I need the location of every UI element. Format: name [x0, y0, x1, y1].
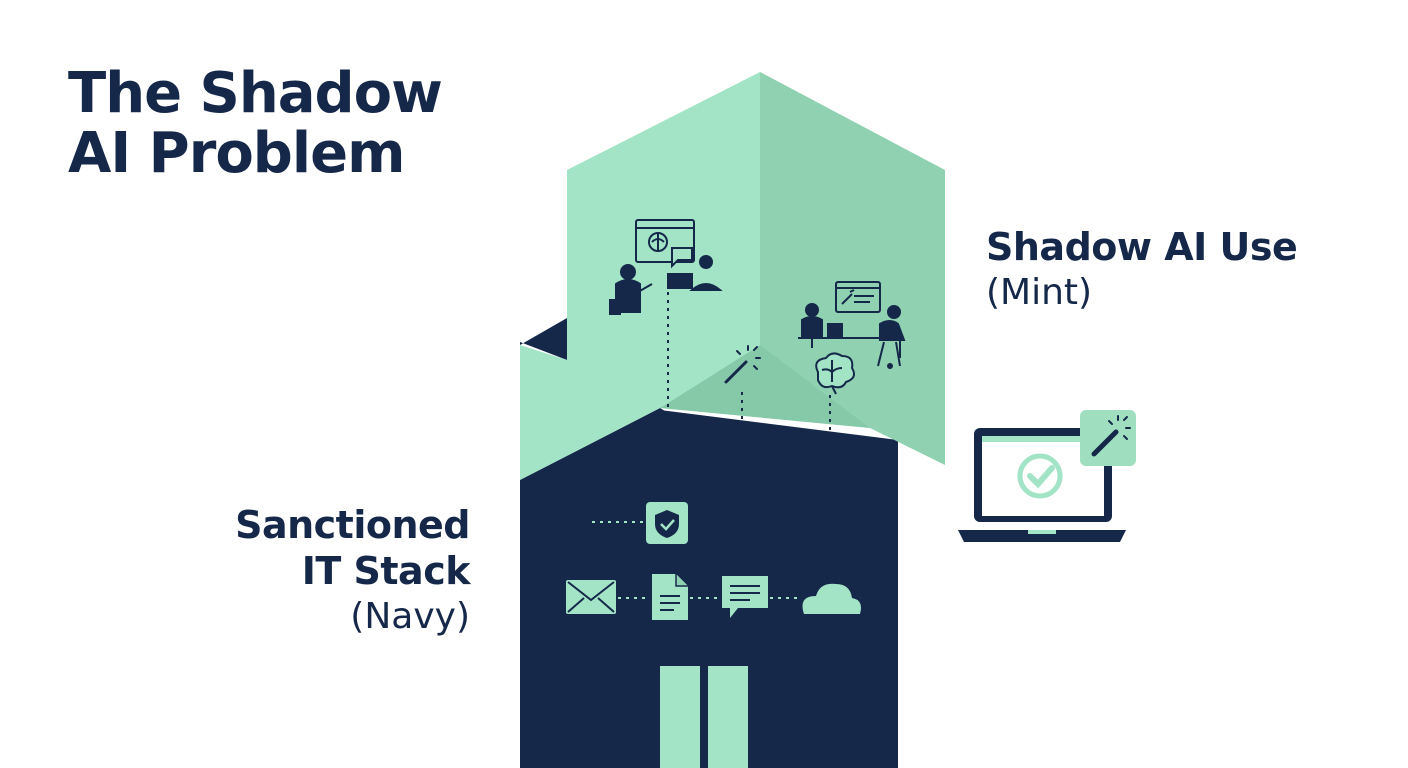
sanctioned-title-line-2: IT Stack — [301, 549, 471, 593]
page-title: The Shadow AI Problem — [68, 61, 443, 186]
sanctioned-title-line-1: Sanctioned — [235, 503, 470, 547]
coworking-scene-icon — [798, 281, 906, 369]
dotted-connectors — [591, 292, 831, 575]
magic-wand-badge-icon — [1080, 410, 1136, 466]
shadow-ai-use-label: Shadow AI Use (Mint) — [986, 224, 1298, 316]
shadow-ai-roof — [520, 72, 945, 480]
cloud-icon — [802, 583, 861, 614]
sanctioned-color: (Navy) — [350, 596, 470, 637]
title-line-2: AI Problem — [68, 121, 405, 186]
door-right-panel — [708, 666, 748, 768]
connector-shield-mail — [591, 521, 646, 575]
mint-roof-front — [520, 72, 760, 480]
title-line-1: The Shadow — [68, 61, 443, 126]
sanctioned-it-house — [520, 318, 898, 768]
document-icon — [652, 574, 688, 620]
mail-icon — [566, 580, 616, 614]
shadow-ai-use-color: (Mint) — [986, 272, 1093, 313]
shield-check-icon — [646, 502, 688, 544]
presentation-scene-icon — [609, 219, 723, 315]
sanctioned-it-stack-label: Sanctioned IT Stack (Navy) — [150, 502, 470, 640]
brain-icon — [815, 352, 855, 395]
magic-wand-icon — [724, 345, 761, 384]
dotted-connectors-horizontal — [592, 521, 800, 599]
navy-house-lower — [520, 408, 898, 768]
door-left-panel — [660, 666, 700, 768]
chat-icon — [722, 576, 768, 618]
mint-roof-fold — [660, 345, 870, 428]
shadow-ai-use-title: Shadow AI Use — [986, 225, 1298, 269]
